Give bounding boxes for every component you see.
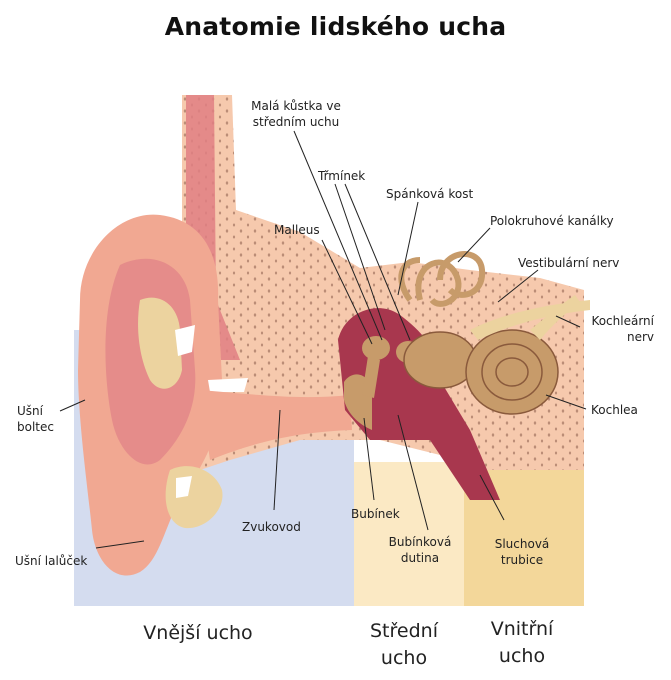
inner-ear-shape <box>398 251 559 415</box>
region-label-vnitrni: Vnitřní ucho <box>490 618 554 667</box>
label-sluchova-trubice: Sluchová trubice <box>494 537 550 567</box>
label-bubinek: Bubínek <box>351 507 400 521</box>
leader-lines <box>59 130 587 549</box>
nerves-shape <box>470 295 590 340</box>
label-zvukovod: Zvukovod <box>242 520 301 534</box>
label-kochlea: Kochlea <box>591 403 638 417</box>
label-mala-kustka-text: Malá kůstka ve středním uchu <box>251 99 341 129</box>
diagram-title: Anatomie lidského ucha <box>164 12 507 41</box>
auricle-shape <box>78 214 248 576</box>
label-vestibularni: Vestibulární nerv <box>518 256 620 270</box>
label-spankova-kost: Spánková kost <box>386 187 474 201</box>
label-malleus: Malleus <box>274 223 320 237</box>
label-bubinkova-dutina: Bubínková dutina <box>388 535 452 565</box>
label-kochlearni: Kochleární nerv <box>591 314 654 344</box>
region-label-stredni: Střední ucho <box>370 620 438 669</box>
ear-canal-shape <box>200 390 352 460</box>
region-label-vnejsi: Vnější ucho <box>143 622 253 644</box>
label-mala-kustka: Malá kůstka ve středním uchu <box>238 98 354 130</box>
label-polokruhove: Polokruhové kanálky <box>490 214 614 228</box>
label-trminek: Třmínek <box>318 169 366 183</box>
label-usni-lalucek: Ušní lalůček <box>15 554 88 568</box>
label-usni-boltec: Ušní boltec <box>17 404 54 434</box>
